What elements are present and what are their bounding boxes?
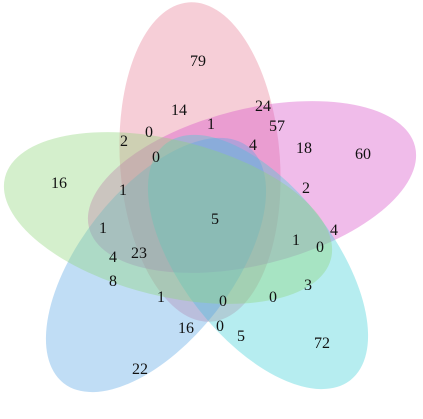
set-ellipse-green [3, 132, 333, 304]
region-count-24: 24 [255, 98, 271, 115]
set-ellipse-pink [119, 2, 281, 322]
region-counts: 79 60 16 22 72 14 24 57 18 2 0 1 0 4 2 1… [51, 53, 371, 378]
region-count-18: 18 [296, 140, 312, 157]
region-count-green-only: 16 [51, 175, 67, 192]
region-count-0-a: 0 [145, 124, 153, 141]
region-count-0-f: 0 [216, 318, 224, 335]
region-count-4-c: 4 [109, 249, 117, 266]
region-count-14: 14 [171, 102, 187, 119]
region-count-cyan-only: 72 [314, 335, 330, 352]
region-count-2-right: 2 [302, 180, 310, 197]
set-ellipse-magenta [87, 101, 417, 273]
region-count-3: 3 [304, 277, 312, 294]
region-count-0-c: 0 [316, 239, 324, 256]
region-count-0-b: 0 [152, 149, 160, 166]
region-count-1-b: 1 [119, 182, 127, 199]
region-count-5-bottom: 5 [237, 328, 245, 345]
set-ellipse-blue [45, 137, 267, 393]
region-count-pink-only: 79 [190, 53, 206, 70]
region-count-1-d: 1 [292, 232, 300, 249]
region-count-16-inner: 16 [178, 320, 194, 337]
region-count-blue-only: 22 [132, 361, 148, 378]
region-count-4-a: 4 [249, 137, 257, 154]
region-count-0-d: 0 [219, 293, 227, 310]
region-count-4-b: 4 [330, 222, 338, 239]
region-count-23: 23 [131, 245, 147, 262]
region-count-1-e: 1 [157, 289, 165, 306]
region-count-57: 57 [269, 118, 285, 135]
region-count-2-upper: 2 [120, 133, 128, 150]
region-count-1-c: 1 [99, 220, 107, 237]
set-ellipse-cyan [147, 134, 369, 390]
region-count-magenta-only: 60 [355, 146, 371, 163]
region-count-5-center: 5 [211, 211, 219, 228]
region-count-1-a: 1 [207, 116, 215, 133]
region-count-8: 8 [109, 273, 117, 290]
region-count-0-e: 0 [269, 289, 277, 306]
